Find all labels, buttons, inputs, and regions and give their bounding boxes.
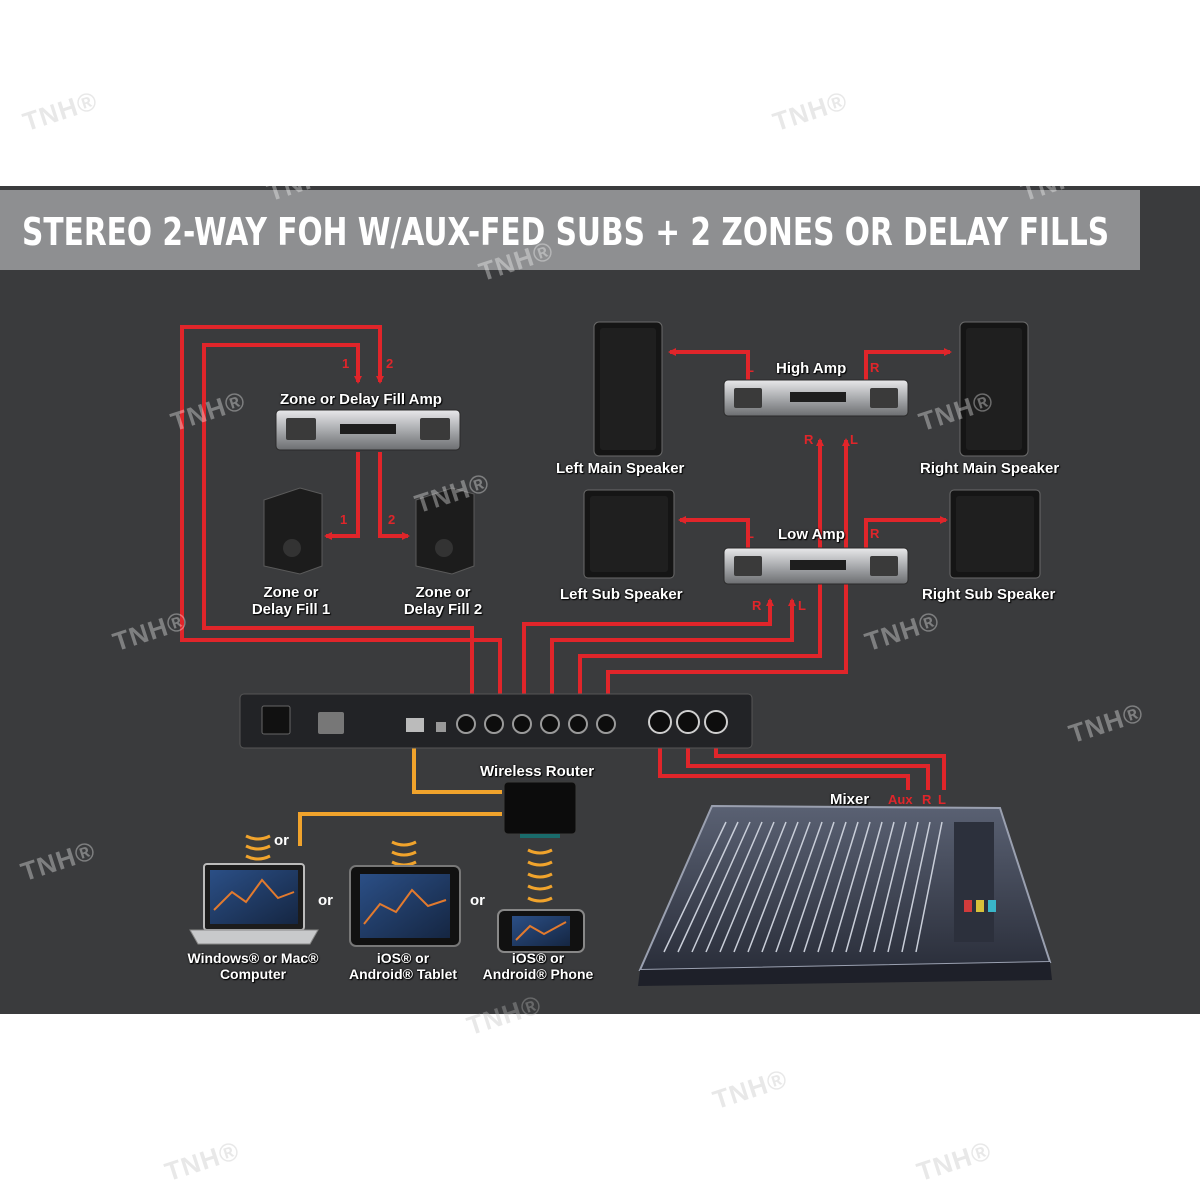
zone-amp-in-2-marker: 2 xyxy=(386,356,394,371)
mixer-r-marker: R xyxy=(922,792,932,807)
mixer-aux-marker: Aux xyxy=(888,792,913,807)
phone-device xyxy=(497,909,585,953)
input-jacks xyxy=(648,710,728,734)
high-amp-out-r-marker: R xyxy=(870,360,880,375)
low-amp-in-r-marker: R xyxy=(752,598,762,613)
tablet-label: iOS® or Android® Tablet xyxy=(338,950,468,982)
laptop-computer xyxy=(189,863,319,945)
title-bar xyxy=(0,190,1140,270)
cable-zone-fill-2 xyxy=(378,452,410,540)
wifi-icon-tablet xyxy=(391,840,417,867)
zone-fill-out-1-marker: 1 xyxy=(340,512,348,527)
left-main-speaker xyxy=(593,321,663,457)
cable-left-sub xyxy=(678,516,750,548)
zone-fill-2-label: Zone or Delay Fill 2 xyxy=(388,584,498,618)
high-amp-out-l-marker: L xyxy=(746,360,754,375)
zone-fill-1-label-line2: Delay Fill 1 xyxy=(251,601,331,618)
signal-cables xyxy=(180,325,952,790)
cable-zone-fill-1 xyxy=(324,452,360,540)
zone-fill-2-label-line2: Delay Fill 2 xyxy=(403,601,483,618)
zone-fill-out-2-marker: 2 xyxy=(388,512,396,527)
wifi-icon-router xyxy=(527,848,553,903)
cable-router-computer xyxy=(298,812,502,846)
cable-zone-amp-ch2 xyxy=(180,325,502,720)
wireless-router xyxy=(503,781,577,838)
phone-label-line2: Android® Phone xyxy=(482,966,594,982)
tablet-label-line1: iOS® or xyxy=(376,950,430,966)
zone-amp xyxy=(275,409,461,451)
wifi-icon-computer xyxy=(245,834,271,861)
low-amp-in-l-marker: L xyxy=(798,598,806,613)
low-amp xyxy=(723,547,909,585)
low-amp-label: Low Amp xyxy=(778,526,845,543)
computer-label: Windows® or Mac® Computer xyxy=(178,950,328,982)
network-cables xyxy=(298,734,502,846)
wireless-router-label: Wireless Router xyxy=(480,763,595,780)
low-amp-out-l-marker: L xyxy=(746,526,754,541)
cable-low-amp-r xyxy=(522,598,774,720)
cable-low-amp-l xyxy=(550,598,796,720)
zone-fill-1-label-line1: Zone or xyxy=(263,584,319,601)
tablet-device xyxy=(349,865,461,947)
tablet-label-line2: Android® Tablet xyxy=(348,966,458,982)
left-sub-speaker xyxy=(583,489,675,579)
phone-label: iOS® or Android® Phone xyxy=(474,950,602,982)
cable-mixer-aux xyxy=(656,740,910,790)
right-sub-speaker xyxy=(949,489,1041,579)
right-sub-speaker-label: Right Sub Speaker xyxy=(922,586,1056,603)
zone-amp-in-1-marker: 1 xyxy=(342,356,350,371)
cable-right-main xyxy=(864,348,952,380)
computer-label-line1: Windows® or Mac® xyxy=(187,950,319,966)
cable-mixer-l xyxy=(712,740,946,790)
zone-fill-speaker-1 xyxy=(263,487,323,575)
cable-processor-router xyxy=(412,734,502,794)
right-main-speaker xyxy=(959,321,1029,457)
high-amp-in-r-marker: R xyxy=(804,432,814,447)
mixer-l-marker: L xyxy=(938,792,946,807)
cable-right-sub xyxy=(864,516,948,548)
zone-amp-label: Zone or Delay Fill Amp xyxy=(280,391,442,408)
output-jacks xyxy=(456,714,616,734)
high-amp-label: High Amp xyxy=(776,360,847,377)
left-main-speaker-label: Left Main Speaker xyxy=(556,460,685,477)
mixer-label: Mixer xyxy=(830,791,870,808)
computer-label-line2: Computer xyxy=(219,966,287,982)
cable-left-main xyxy=(668,348,750,380)
left-sub-speaker-label: Left Sub Speaker xyxy=(560,586,683,603)
low-amp-out-r-marker: R xyxy=(870,526,880,541)
or-label-phone: or xyxy=(470,892,485,909)
or-label-tablet: or xyxy=(318,892,333,909)
mixing-console xyxy=(638,804,1052,986)
mixer-channel-strips xyxy=(663,821,943,953)
cable-zone-amp-ch1 xyxy=(202,343,474,720)
zone-fill-speaker-2 xyxy=(415,487,475,575)
or-label-computer: or xyxy=(274,832,289,849)
phone-label-line1: iOS® or xyxy=(511,950,565,966)
cable-mixer-r xyxy=(684,740,930,790)
zone-fill-2-label-line1: Zone or xyxy=(415,584,471,601)
high-amp-in-l-marker: L xyxy=(850,432,858,447)
high-amp xyxy=(723,379,909,417)
processor-unit xyxy=(239,693,753,749)
zone-fill-1-label: Zone or Delay Fill 1 xyxy=(236,584,346,618)
right-main-speaker-label: Right Main Speaker xyxy=(920,460,1060,477)
